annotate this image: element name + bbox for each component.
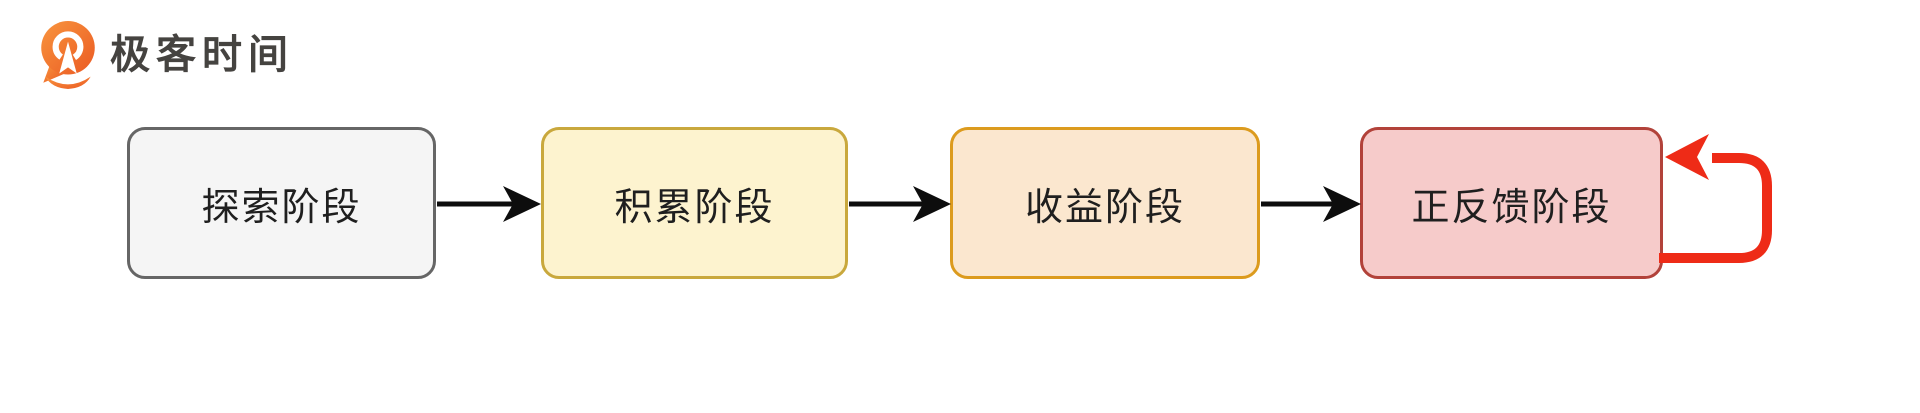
stage-label: 探索阶段	[201, 186, 362, 229]
logo-brand-text: 极客时间	[110, 33, 294, 77]
arrowhead-icon	[503, 186, 541, 222]
flow-arrow-1	[437, 186, 541, 222]
stage-node-explore: 探索阶段	[127, 127, 436, 279]
arrowhead-icon	[1323, 186, 1361, 222]
stage-label: 积累阶段	[614, 186, 775, 229]
geektime-logo: 极客时间	[38, 20, 294, 90]
arrowhead-icon	[1665, 134, 1709, 180]
stage-label: 收益阶段	[1024, 186, 1185, 229]
stage-node-profit: 收益阶段	[950, 127, 1260, 279]
flow-arrow-3	[1261, 186, 1361, 222]
flow-arrow-2	[849, 186, 951, 222]
self-loop-arrow	[1659, 134, 1772, 263]
stage-node-positive-feedback: 正反馈阶段	[1360, 127, 1663, 279]
stage-label: 正反馈阶段	[1411, 186, 1612, 229]
stage-node-accumulate: 积累阶段	[541, 127, 848, 279]
arrowhead-icon	[913, 186, 951, 222]
geektime-q-pin-icon	[41, 21, 95, 89]
